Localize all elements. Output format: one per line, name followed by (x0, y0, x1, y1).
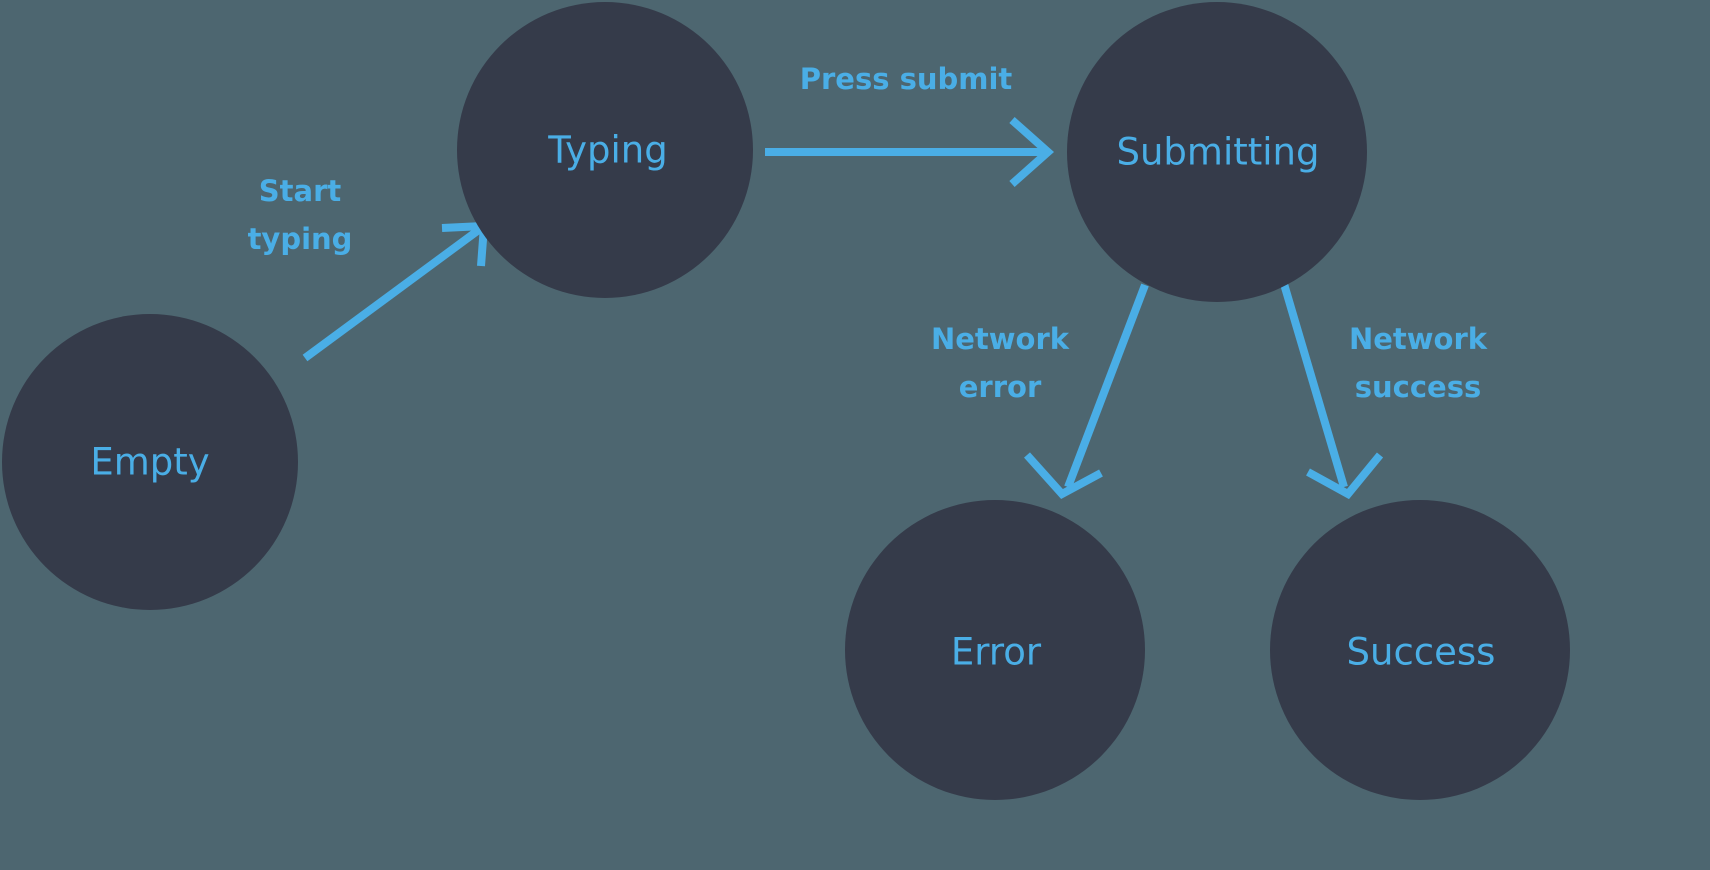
node-typing-label: Typing (547, 129, 667, 172)
edge-typing-to-submitting-arrowhead (1009, 117, 1055, 187)
edge-label-start-typing: Start typing (248, 174, 353, 256)
node-empty-label: Empty (90, 441, 209, 484)
node-success-label: Success (1347, 631, 1496, 674)
node-empty-circle[interactable] (2, 314, 298, 610)
edge-label-network-success-line1: Network (1349, 322, 1488, 356)
node-submitting-circle[interactable] (1067, 2, 1367, 302)
edge-label-network-success: Network success (1349, 322, 1488, 404)
node-error[interactable]: Error (845, 500, 1145, 800)
edge-empty-to-typing-line (302, 225, 483, 362)
edge-label-network-error-line1: Network (931, 322, 1070, 356)
node-typing-circle[interactable] (457, 2, 753, 298)
edge-typing-to-submitting (765, 117, 1055, 187)
node-empty[interactable]: Empty (2, 314, 298, 610)
edge-label-network-success-line2: success (1355, 370, 1481, 404)
edge-label-start-typing-line2: typing (248, 222, 353, 256)
edge-submitting-to-success (1280, 282, 1384, 500)
edge-label-press-submit: Press submit (800, 62, 1013, 96)
node-submitting-label: Submitting (1117, 131, 1320, 174)
node-error-label: Error (951, 631, 1042, 674)
edge-submitting-to-success-arrowhead (1306, 452, 1384, 500)
edge-submitting-to-error-line (1064, 283, 1149, 489)
node-submitting[interactable]: Submitting (1067, 2, 1367, 302)
node-success[interactable]: Success (1270, 500, 1570, 800)
edge-submitting-to-error (1024, 283, 1149, 500)
edge-label-network-error-line2: error (959, 370, 1042, 404)
node-error-circle[interactable] (845, 500, 1145, 800)
edge-submitting-to-error-arrowhead (1024, 452, 1103, 500)
edge-label-start-typing-line1: Start (259, 174, 342, 208)
edge-label-network-error: Network error (931, 322, 1070, 404)
node-success-circle[interactable] (1270, 500, 1570, 800)
node-typing[interactable]: Typing (457, 2, 753, 298)
edge-label-press-submit-line1: Press submit (800, 62, 1013, 96)
edge-submitting-to-success-line (1280, 282, 1348, 489)
